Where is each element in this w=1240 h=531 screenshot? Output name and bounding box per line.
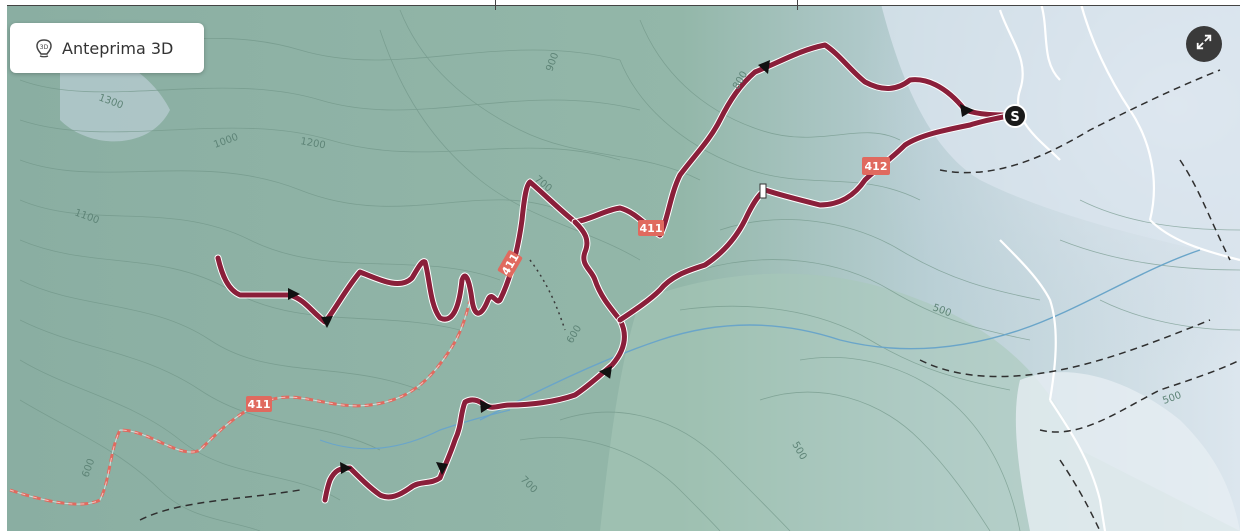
arrow-icon xyxy=(436,462,448,475)
3d-view-icon: 3D xyxy=(34,38,54,58)
route-south xyxy=(322,219,627,503)
svg-text:411: 411 xyxy=(640,222,663,235)
left-frame xyxy=(0,0,7,531)
preview-3d-button[interactable]: 3D Anteprima 3D xyxy=(10,23,204,73)
snow-field xyxy=(1015,372,1240,531)
contour-lines xyxy=(19,9,1240,531)
roads xyxy=(998,0,1240,531)
frame-tick xyxy=(495,0,496,10)
stream xyxy=(479,249,1201,421)
preview-3d-label: Anteprima 3D xyxy=(62,38,174,58)
svg-text:3D: 3D xyxy=(40,44,49,51)
route-number-label[interactable]: 412 xyxy=(862,157,890,175)
svg-text:S: S xyxy=(1010,110,1019,125)
fullscreen-button[interactable] xyxy=(1186,26,1222,62)
arrow-icon xyxy=(340,462,352,474)
route-number-label[interactable]: 411 xyxy=(246,396,272,412)
dotted-path xyxy=(529,259,566,331)
route-line xyxy=(215,42,1015,325)
arrow-icon xyxy=(288,288,300,300)
snow-patch-left xyxy=(60,53,170,142)
stream-branch xyxy=(319,409,511,450)
route-412 xyxy=(617,112,1015,323)
snow-field-north xyxy=(880,0,1240,260)
gate-marker xyxy=(759,183,767,199)
arrow-icon xyxy=(480,400,492,413)
dashed-paths xyxy=(139,69,1240,531)
top-frame xyxy=(0,0,1240,6)
arrow-icon xyxy=(960,104,974,117)
svg-text:1200: 1200 xyxy=(299,136,326,151)
svg-text:411: 411 xyxy=(248,398,271,411)
expand-icon xyxy=(1195,33,1213,55)
svg-text:412: 412 xyxy=(865,160,888,173)
arrow-icon xyxy=(758,60,770,74)
trail-411-dashed-core xyxy=(9,299,471,505)
arrow-icon xyxy=(598,366,613,379)
hiking-route[interactable] xyxy=(214,41,1016,504)
frame-tick xyxy=(797,0,798,10)
start-marker[interactable]: S xyxy=(1003,104,1027,128)
route-number-label[interactable]: 411 xyxy=(638,220,664,236)
direction-arrows xyxy=(288,60,974,475)
arrow-icon xyxy=(321,316,333,328)
